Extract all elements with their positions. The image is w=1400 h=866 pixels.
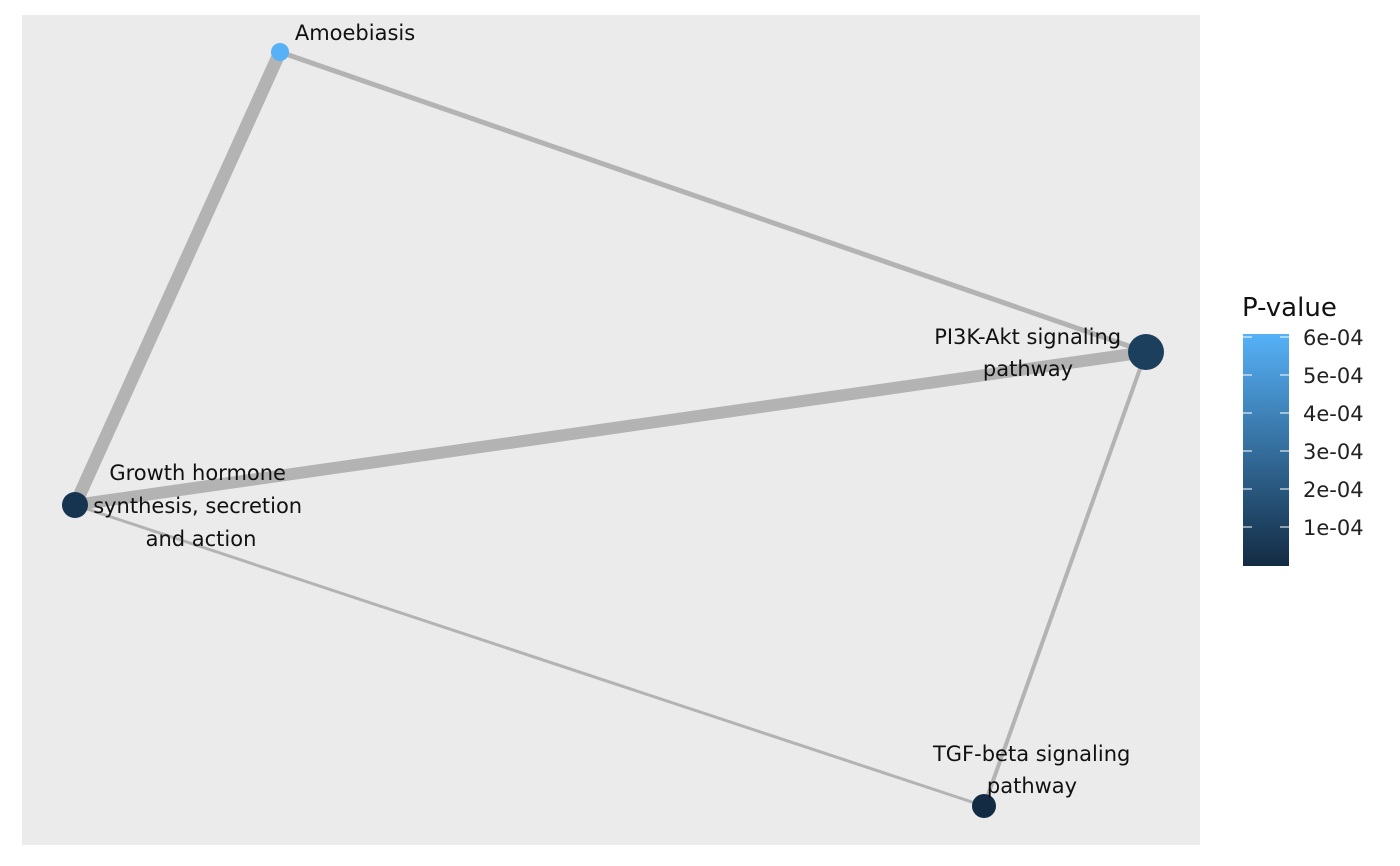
legend-tick-label: 1e-04 bbox=[1303, 516, 1364, 540]
legend-tick-label: 3e-04 bbox=[1303, 440, 1364, 464]
label-pi3k-line-1: PI3K-Akt signaling bbox=[934, 325, 1121, 349]
legend-tick-label: 6e-04 bbox=[1303, 326, 1364, 350]
label-tgf-line-2: pathway bbox=[987, 774, 1077, 798]
label-growth-line-3: and action bbox=[146, 527, 257, 551]
legend-tick-label: 5e-04 bbox=[1303, 364, 1364, 388]
legend-title: P-value bbox=[1242, 293, 1337, 323]
edge-pi3k-tgf bbox=[982, 351, 1148, 807]
legend-tick-labels: 6e-04 5e-04 4e-04 3e-04 2e-04 1e-04 bbox=[1303, 326, 1364, 540]
label-growth-line-2: synthesis, secretion bbox=[93, 494, 302, 518]
label-amoebiasis-line-1: Amoebiasis bbox=[295, 21, 415, 45]
edge-growth-pi3k bbox=[74, 346, 1147, 511]
label-tgf: TGF-beta signaling pathway bbox=[932, 742, 1137, 798]
edge-growth-tgf bbox=[74, 503, 985, 808]
node-pi3k bbox=[1128, 334, 1164, 370]
legend: P-value 6e-04 5e-04 4e-04 3e-04 2e-04 1e… bbox=[1242, 293, 1364, 566]
label-growth-line-1: Growth hormone bbox=[109, 461, 286, 485]
node-labels: Amoebiasis PI3K-Akt signaling pathway Gr… bbox=[93, 21, 1137, 798]
label-growth: Growth hormone synthesis, secretion and … bbox=[93, 461, 309, 551]
edge-amoebiasis-pi3k bbox=[279, 49, 1147, 355]
node-amoebiasis bbox=[271, 43, 289, 61]
node-tgf bbox=[972, 794, 996, 818]
legend-tick-label: 4e-04 bbox=[1303, 402, 1364, 426]
node-group bbox=[62, 43, 1164, 818]
edge-group bbox=[69, 49, 1148, 808]
label-pi3k-line-2: pathway bbox=[983, 357, 1073, 381]
legend-colorbar bbox=[1243, 334, 1289, 566]
node-growth bbox=[62, 492, 88, 518]
legend-tick-label: 2e-04 bbox=[1303, 478, 1364, 502]
legend-tick-marks bbox=[1243, 336, 1289, 528]
label-tgf-line-1: TGF-beta signaling bbox=[932, 742, 1130, 766]
label-amoebiasis: Amoebiasis bbox=[295, 21, 415, 45]
label-pi3k: PI3K-Akt signaling pathway bbox=[934, 325, 1128, 381]
edge-amoebiasis-growth bbox=[69, 49, 286, 508]
